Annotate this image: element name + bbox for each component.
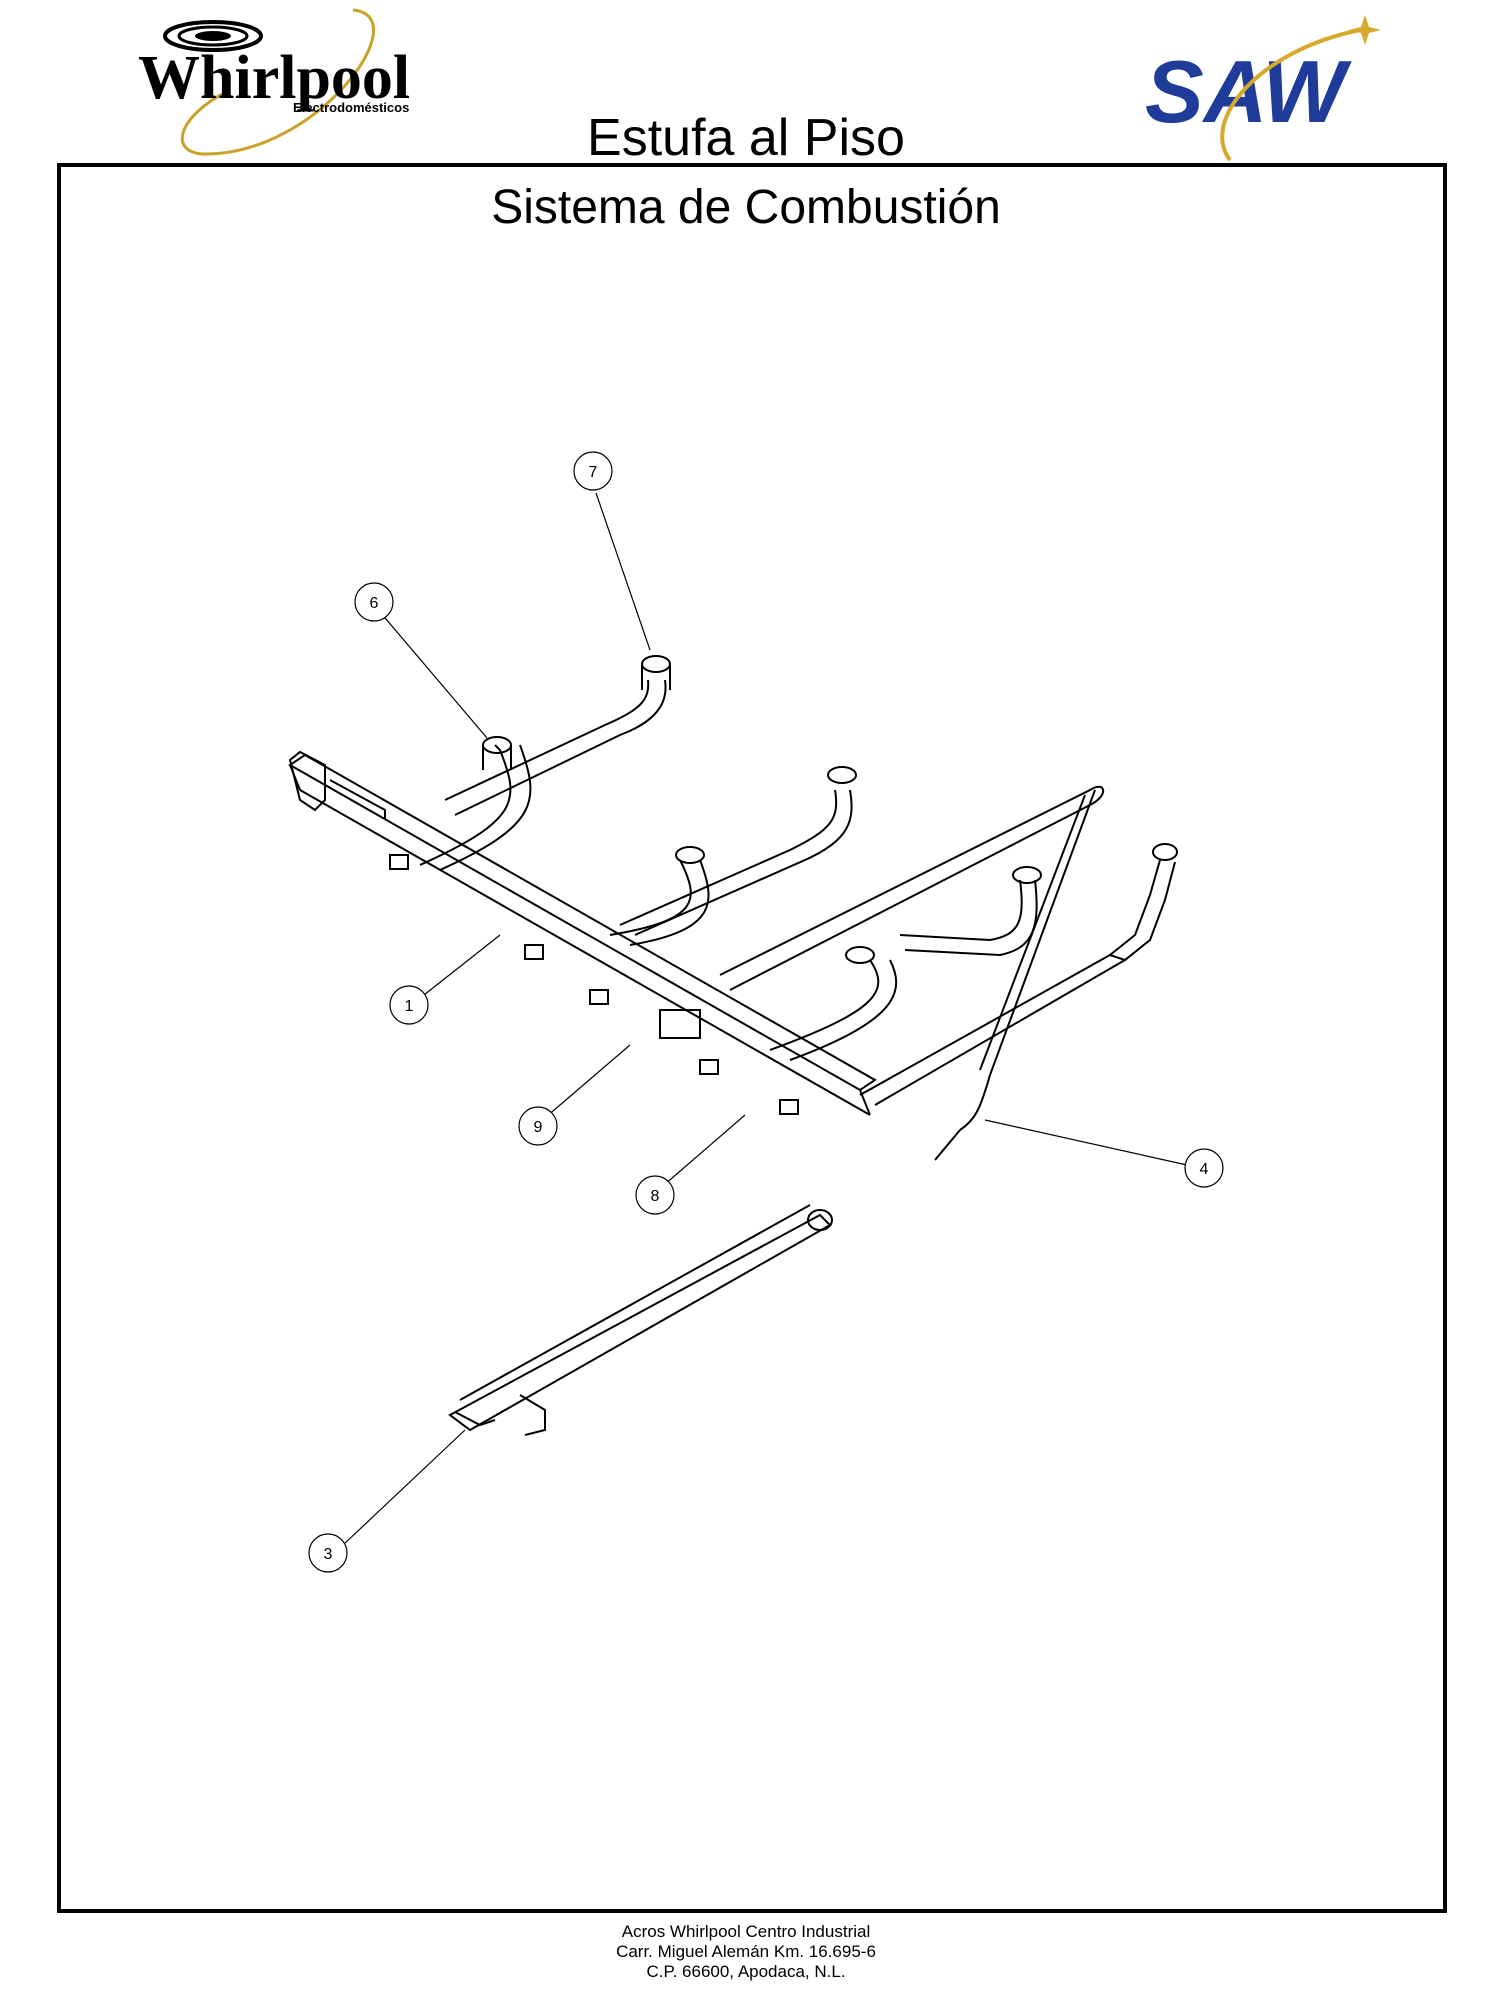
section-title: Sistema de Combustión xyxy=(491,181,1001,234)
saw-logo: SAW xyxy=(1145,15,1381,162)
saw-wordmark: SAW xyxy=(1145,42,1352,141)
svg-text:9: 9 xyxy=(534,1119,543,1136)
whirlpool-swirl-icon xyxy=(163,20,263,52)
footer-address: Acros Whirlpool Centro Industrial Carr. … xyxy=(0,1922,1492,1982)
whirlpool-wordmark: Whirlpool xyxy=(138,44,410,112)
whirlpool-logo: Whirlpool Electrodomésticos xyxy=(138,8,410,156)
callout-6: 6 xyxy=(354,582,394,622)
page-title: Estufa al Piso xyxy=(587,109,905,167)
callout-9: 9 xyxy=(518,1106,558,1146)
svg-text:4: 4 xyxy=(1200,1161,1209,1178)
footer-line-3: C.P. 66600, Apodaca, N.L. xyxy=(646,1962,846,1981)
svg-text:7: 7 xyxy=(589,464,598,481)
callout-1: 1 xyxy=(389,985,429,1025)
leader-lines xyxy=(342,492,1188,1546)
manifold-assembly xyxy=(288,655,1178,1161)
saw-swoosh-icon xyxy=(1220,28,1361,162)
oven-burner xyxy=(448,1204,833,1436)
footer-line-1: Acros Whirlpool Centro Industrial xyxy=(621,1922,871,1941)
diagram-frame xyxy=(57,163,1447,1913)
callout-8: 8 xyxy=(635,1175,675,1215)
callout-7: 7 xyxy=(573,451,613,491)
whirlpool-orbit-icon xyxy=(180,8,376,156)
svg-text:8: 8 xyxy=(651,1188,660,1205)
footer-line-2: Carr. Miguel Alemán Km. 16.695-6 xyxy=(616,1942,876,1961)
svg-text:3: 3 xyxy=(324,1546,333,1563)
svg-text:6: 6 xyxy=(370,595,379,612)
svg-text:1: 1 xyxy=(405,998,414,1015)
callout-3: 3 xyxy=(308,1533,348,1573)
callout-4: 4 xyxy=(1184,1148,1224,1188)
saw-star-icon xyxy=(1349,15,1381,45)
whirlpool-subtitle: Electrodomésticos xyxy=(293,100,409,115)
